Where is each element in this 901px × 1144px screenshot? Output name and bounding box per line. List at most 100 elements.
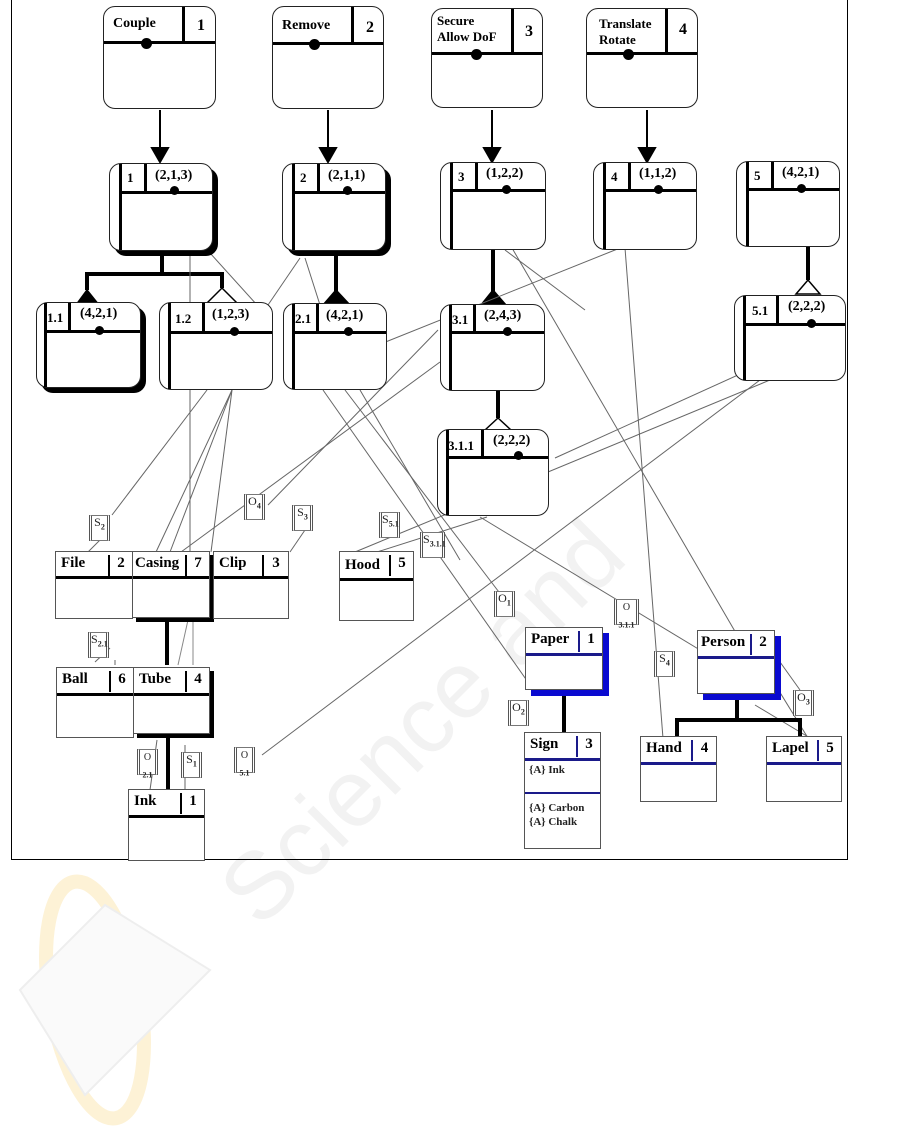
interaction-number: 3.1 (452, 312, 469, 327)
interaction-header: 1.2 (1,2,3) (168, 303, 272, 334)
function-header: Secure Allow DoF 3 (432, 9, 542, 55)
function-node-couple[interactable]: Couple 1 (103, 6, 216, 109)
tag-letter: S (91, 632, 98, 646)
divider (776, 296, 779, 323)
port-dot-icon (344, 327, 353, 336)
port-dot-icon (807, 319, 816, 328)
object-name: Ball (62, 671, 88, 687)
port-dot-icon (170, 186, 179, 195)
tag-s3-1-1[interactable]: S3.1.1 (420, 532, 446, 558)
object-sign[interactable]: Sign 3 {A} Ink {A} Carbon {A} Chalk (524, 732, 601, 849)
object-header (214, 552, 288, 579)
port-dot-icon (503, 327, 512, 336)
function-number: 1 (197, 17, 205, 34)
tag-s5-1[interactable]: S5.1 (379, 512, 400, 538)
interaction-node-1-1[interactable]: 1.1 (4,2,1) (36, 302, 141, 388)
object-hood[interactable]: Hood 5 (339, 551, 414, 621)
interaction-number: 1.2 (175, 311, 192, 326)
object-clip[interactable]: Clip 3 (213, 551, 289, 619)
interaction-node-5[interactable]: 5 (4,2,1) (736, 161, 840, 247)
object-header (133, 552, 209, 579)
interaction-node-4[interactable]: 4 (1,1,2) (593, 162, 697, 250)
interaction-node-2[interactable]: 2 (2,1,1) (282, 163, 386, 251)
object-ball[interactable]: Ball 6 (56, 667, 134, 738)
port-dot-icon (141, 38, 152, 49)
divider (475, 163, 478, 189)
object-hand[interactable]: Hand 4 (640, 736, 717, 802)
divider (316, 304, 319, 331)
tag-letter: O (143, 752, 152, 763)
tag-s1[interactable]: S1 (181, 752, 202, 778)
function-node-remove[interactable]: Remove 2 (272, 6, 384, 109)
interaction-header: 2.1 (4,2,1) (292, 304, 386, 334)
interaction-node-2-1[interactable]: 2.1 (4,2,1) (283, 303, 387, 390)
function-header: Remove 2 (273, 7, 383, 45)
tag-letter: S (297, 505, 304, 519)
tag-letter: S (186, 752, 193, 766)
object-header (57, 668, 133, 696)
divider (481, 430, 484, 456)
function-number: 3 (525, 23, 533, 40)
watermark-logo-ring (39, 874, 151, 1126)
left-bar (168, 303, 171, 389)
tag-sub: 1 (506, 598, 511, 608)
function-header: Translate Rotate 4 (587, 9, 697, 55)
object-paper[interactable]: Paper 1 (525, 627, 603, 690)
attribute-ink: {A} Ink (529, 764, 565, 776)
interaction-node-5-1[interactable]: 5.1 (2,2,2) (734, 295, 846, 381)
object-ink[interactable]: Ink 1 (128, 789, 205, 861)
function-number: 2 (366, 19, 374, 36)
tag-o1[interactable]: O1 (494, 591, 515, 617)
object-number: 3 (262, 555, 288, 576)
interaction-number: 3.1.1 (448, 438, 474, 453)
interaction-node-3[interactable]: 3 (1,2,2) (440, 162, 546, 250)
interaction-node-3-1-1[interactable]: 3.1.1 (2,2,2) (437, 429, 549, 516)
interaction-node-1[interactable]: 1 (2,1,3) (109, 163, 213, 251)
tag-o3[interactable]: O3 (793, 690, 814, 716)
function-node-translate[interactable]: Translate Rotate 4 (586, 8, 698, 108)
port-dot-icon (514, 451, 523, 460)
object-name: Hood (345, 557, 381, 573)
function-label-line2: Rotate (599, 32, 636, 47)
port-dot-icon (471, 49, 482, 60)
function-node-secure[interactable]: Secure Allow DoF 3 (431, 8, 543, 108)
tag-o2-1[interactable]: O 2.1 (137, 749, 158, 779)
tag-sub: 3.1.1 (618, 620, 635, 630)
interaction-node-3-1[interactable]: 3.1 (2,4,3) (440, 304, 545, 391)
tag-sub: 2.1 (142, 770, 153, 780)
divider (511, 9, 514, 52)
port-dot-icon (502, 185, 511, 194)
interaction-node-1-2[interactable]: 1.2 (1,2,3) (159, 302, 273, 390)
object-lapel[interactable]: Lapel 5 (766, 736, 842, 802)
tag-s2-1[interactable]: S2.1 (88, 632, 109, 658)
function-label: Remove (282, 18, 331, 33)
port-dot-icon (654, 185, 663, 194)
object-person[interactable]: Person 2 (697, 630, 775, 694)
object-file[interactable]: File 2 (55, 551, 133, 619)
divider (317, 164, 320, 191)
tag-letter: O (248, 494, 257, 508)
interaction-number: 2 (300, 170, 307, 185)
interaction-header: 3.1 (2,4,3) (449, 305, 544, 334)
tag-o4[interactable]: O4 (244, 494, 265, 520)
tag-s4[interactable]: S4 (654, 651, 675, 677)
divider (68, 303, 71, 330)
object-casing[interactable]: Casing 7 (132, 551, 210, 618)
tag-o2[interactable]: O2 (508, 700, 529, 726)
left-bar (292, 304, 295, 389)
port-dot-icon (343, 186, 352, 195)
object-name: Hand (646, 740, 682, 756)
tag-sub: 5.1 (388, 519, 399, 529)
object-tube[interactable]: Tube 4 (133, 667, 210, 734)
object-number: 4 (691, 740, 716, 761)
interaction-tuple: (1,2,2) (486, 166, 524, 181)
tag-s3[interactable]: S3 (292, 505, 313, 531)
interaction-header: 2 (2,1,1) (292, 164, 385, 194)
object-header (340, 552, 413, 581)
tag-s2[interactable]: S2 (89, 515, 110, 541)
interaction-tuple: (2,4,3) (484, 308, 522, 323)
tag-sub: 1 (192, 759, 197, 769)
port-dot-icon (623, 49, 634, 60)
